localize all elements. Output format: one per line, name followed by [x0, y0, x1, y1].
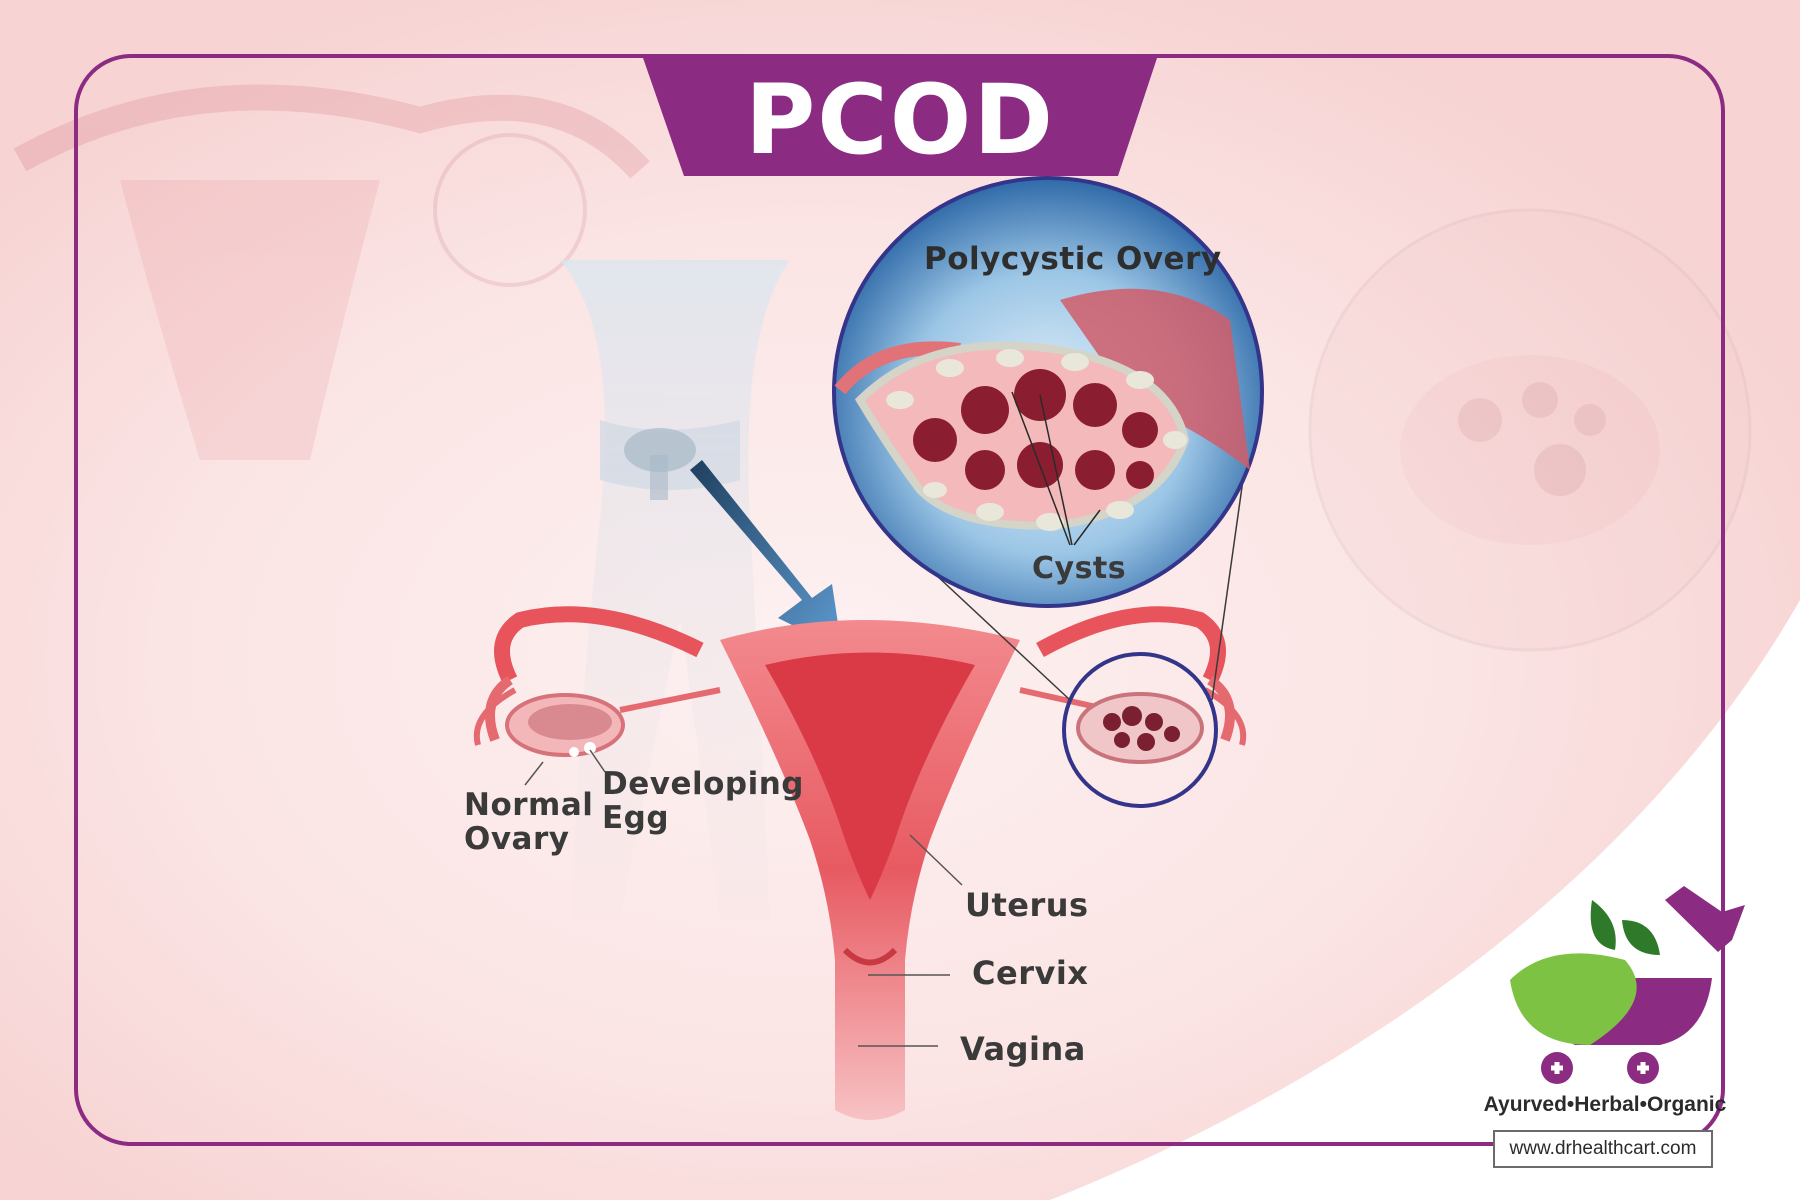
- brand-url[interactable]: www.drhealthcart.com: [1493, 1130, 1713, 1168]
- label-developing-egg-line2: Egg: [602, 800, 670, 837]
- label-cervix: Cervix: [972, 954, 1089, 992]
- zoom-line-left: [919, 559, 1071, 701]
- label-vagina: Vagina: [960, 1030, 1086, 1068]
- label-cysts: Cysts: [1032, 551, 1127, 586]
- leader-developing-egg: [589, 749, 606, 773]
- label-developing-egg: Developing Egg: [602, 767, 804, 835]
- leaf-icon: [1510, 953, 1637, 1045]
- zoom-ring: [1062, 652, 1218, 808]
- label-developing-egg-line1: Developing: [602, 766, 804, 802]
- pointer-arrow: [690, 460, 842, 650]
- title-banner: [642, 55, 1158, 176]
- pestle-icon: [1665, 886, 1745, 952]
- label-uterus: Uterus: [965, 886, 1089, 924]
- leader-normal-ovary: [524, 761, 544, 786]
- polycystic-inset: [832, 176, 1264, 608]
- label-normal-ovary-line2: Ovary: [464, 821, 570, 858]
- label-normal-ovary: Normal Ovary: [464, 788, 593, 856]
- page-title: PCOD: [744, 64, 1056, 176]
- background-echo: [13, 84, 1752, 652]
- small-leaf-icon: [1590, 900, 1616, 950]
- white-swoosh: [1050, 600, 1800, 1200]
- leader-uterus: [909, 834, 963, 886]
- uterus-diagram: [473, 606, 1247, 1120]
- label-normal-ovary-line1: Normal: [464, 787, 594, 823]
- brand-url-text[interactable]: www.drhealthcart.com: [1509, 1138, 1697, 1159]
- polycystic-ovary-small: [1076, 692, 1204, 764]
- brand-logo: [1510, 886, 1745, 1084]
- inset-title: Polycystic Overy: [924, 241, 1222, 277]
- small-leaf-icon-2: [1622, 920, 1660, 955]
- brand-tagline: Ayurved•Herbal•Organic: [1483, 1093, 1727, 1116]
